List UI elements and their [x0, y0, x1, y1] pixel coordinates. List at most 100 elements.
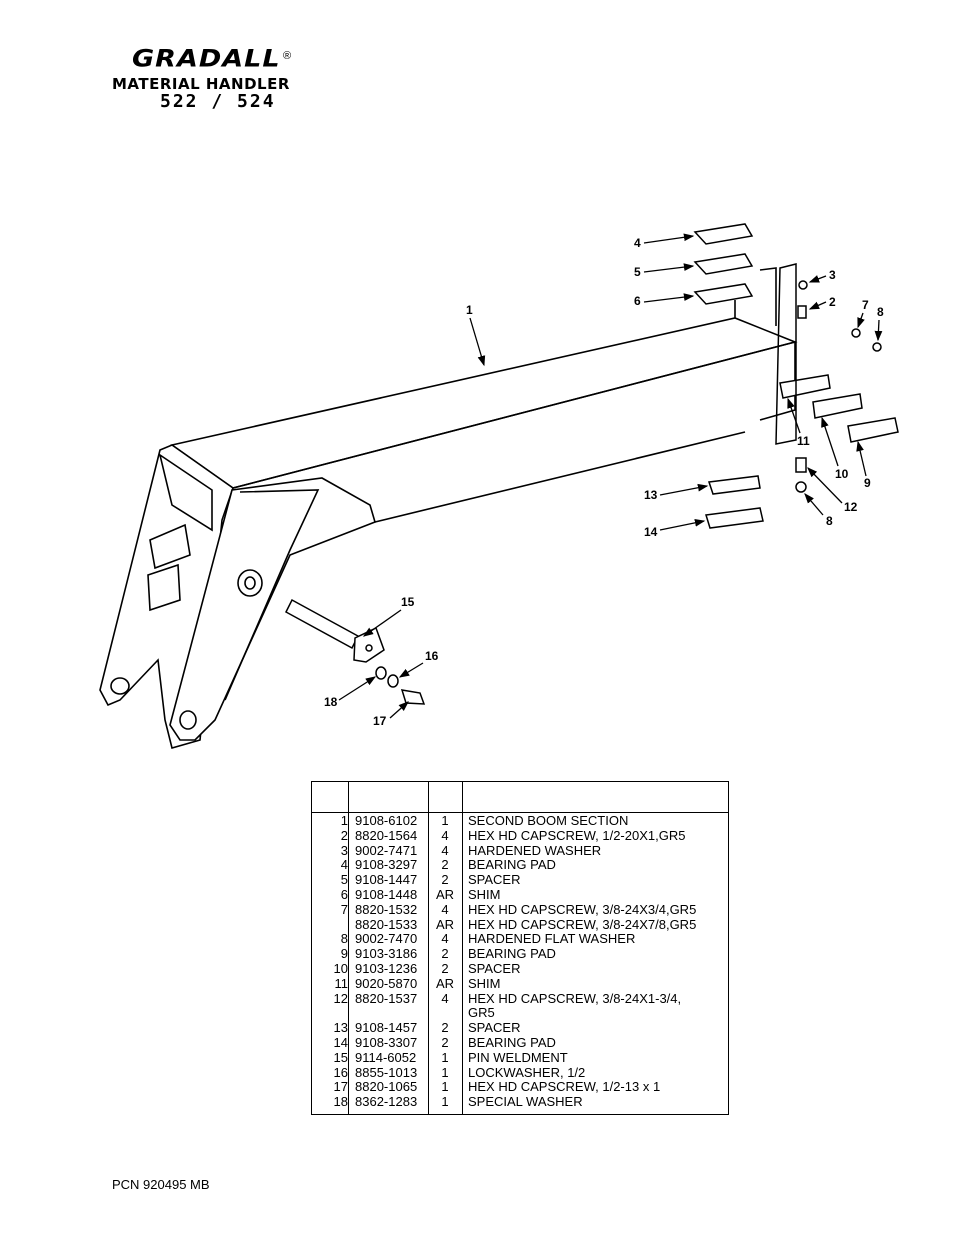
parts-list-table: 1 9108-6102 1 SECOND BOOM SECTION 2 8820-1564…: [311, 781, 729, 1115]
callout-7: 7: [862, 298, 869, 312]
quantity: 4: [441, 827, 449, 843]
callout-8-bottom: 8: [826, 514, 833, 528]
item-number: 18: [333, 1094, 348, 1110]
exploded-parts-diagram: 1 2 3 4 5 6 7 8 8 9 10 11 12 13 14 15 16…: [99, 223, 899, 749]
registered-mark: ®: [283, 50, 292, 62]
part-number: 9108-6102: [355, 813, 418, 828]
callout-16: 16: [425, 649, 439, 663]
part-number: 8820-1537: [355, 990, 418, 1006]
item-number: 15: [333, 1049, 348, 1065]
part-number: 8820-1065: [355, 1079, 418, 1095]
pin-weldment-assembly: [285, 598, 426, 705]
description: HEX HD CAPSCREW, 1/2-20X1,GR5: [468, 827, 686, 843]
part-number: 9108-3297: [355, 857, 418, 873]
item-number: 17: [333, 1079, 348, 1095]
quantity: 1: [441, 1094, 449, 1110]
column-divider: [428, 782, 429, 1114]
item-number: 7: [340, 901, 348, 917]
item-number: 1: [340, 813, 348, 828]
description: SPECIAL WASHER: [468, 1094, 583, 1110]
parts-rows: 1 9108-6102 1 SECOND BOOM SECTION 2 8820-1564…: [312, 813, 728, 1109]
table-row: 13 9108-1457 2 SPACER: [312, 1020, 728, 1035]
part-number: 9020-5870: [355, 975, 418, 991]
model-number: 522 / 524: [160, 91, 276, 112]
boom-section: [99, 267, 798, 749]
table-row: 11 9020-5870 AR SHIM: [312, 976, 728, 991]
description: SPACER: [468, 960, 521, 976]
quantity: AR: [435, 975, 455, 991]
callout-12: 12: [844, 500, 858, 514]
table-row: 18 8362-1283 1 SPECIAL WASHER: [312, 1094, 728, 1109]
quantity: 4: [441, 842, 449, 858]
item-number: 12: [333, 990, 348, 1006]
quantity: 4: [441, 901, 449, 917]
description: HARDENED WASHER: [468, 842, 602, 858]
callout-11: 11: [797, 434, 810, 448]
quantity: 2: [441, 1020, 449, 1036]
callout-10: 10: [835, 467, 849, 481]
part-number: 9108-1448: [355, 886, 418, 902]
description: PIN WELDMENT: [468, 1049, 568, 1065]
part-number: 9108-3307: [355, 1034, 418, 1050]
callout-15: 15: [401, 595, 415, 609]
description: BEARING PAD: [468, 1034, 556, 1050]
description: LOCKWASHER, 1/2: [468, 1064, 586, 1080]
product-subtitle: MATERIAL HANDLER: [112, 76, 290, 92]
callout-14: 14: [644, 525, 658, 539]
callout-17: 17: [373, 714, 387, 728]
item-number: 11: [334, 975, 349, 991]
callout-6: 6: [634, 294, 641, 308]
description: SECOND BOOM SECTION: [468, 813, 629, 828]
quantity: AR: [435, 886, 455, 902]
description: HARDENED FLAT WASHER: [468, 931, 636, 947]
header-divider: [312, 812, 728, 813]
item-number: 13: [333, 1020, 348, 1036]
table-row: 1 9108-6102 1 SECOND BOOM SECTION: [312, 813, 728, 828]
bearing-pads-and-shims: [693, 223, 899, 529]
part-number: 8820-1564: [355, 827, 418, 843]
part-number: 8855-1013: [355, 1064, 418, 1080]
description: SPACER: [468, 872, 521, 888]
item-number: 10: [333, 960, 348, 976]
table-row: 3 9002-7471 4 HARDENED WASHER: [312, 843, 728, 858]
pcn-footer: PCN 920495 MB: [112, 1177, 210, 1192]
description: HEX HD CAPSCREW, 3/8-24X7/8,GR5: [468, 916, 697, 932]
item-number: 8: [340, 931, 348, 947]
quantity: 2: [441, 946, 449, 962]
quantity: 1: [441, 813, 449, 828]
column-divider: [462, 782, 463, 1114]
item-number: 14: [333, 1034, 348, 1050]
table-row: GR5: [312, 1005, 728, 1020]
item-number: 2: [340, 827, 348, 843]
callout-4: 4: [634, 236, 641, 250]
description: HEX HD CAPSCREW, 3/8-24X1-3/4,: [468, 990, 682, 1006]
callout-labels: 1 2 3 4 5 6 7 8 8 9 10 11 12 13 14 15 16…: [324, 233, 884, 728]
description: HEX HD CAPSCREW, 3/8-24X3/4,GR5: [468, 901, 697, 917]
callout-8-top: 8: [877, 305, 884, 319]
part-number: 9002-7471: [355, 842, 418, 858]
item-number: 5: [340, 872, 348, 888]
part-number: 8362-1283: [355, 1094, 418, 1110]
quantity: 1: [441, 1064, 449, 1080]
quantity: 2: [441, 872, 449, 888]
part-number: 9114-6052: [355, 1049, 417, 1065]
description: SHIM: [468, 975, 501, 991]
quantity: 4: [441, 931, 449, 947]
item-number: 3: [340, 842, 348, 858]
description: SPACER: [468, 1020, 521, 1036]
callout-2: 2: [829, 295, 836, 309]
part-number: 9108-1457: [355, 1020, 418, 1036]
item-number: 16: [333, 1064, 348, 1080]
quantity: 2: [441, 960, 449, 976]
callout-3: 3: [829, 268, 836, 282]
callout-13: 13: [644, 488, 658, 502]
description: BEARING PAD: [468, 857, 556, 873]
